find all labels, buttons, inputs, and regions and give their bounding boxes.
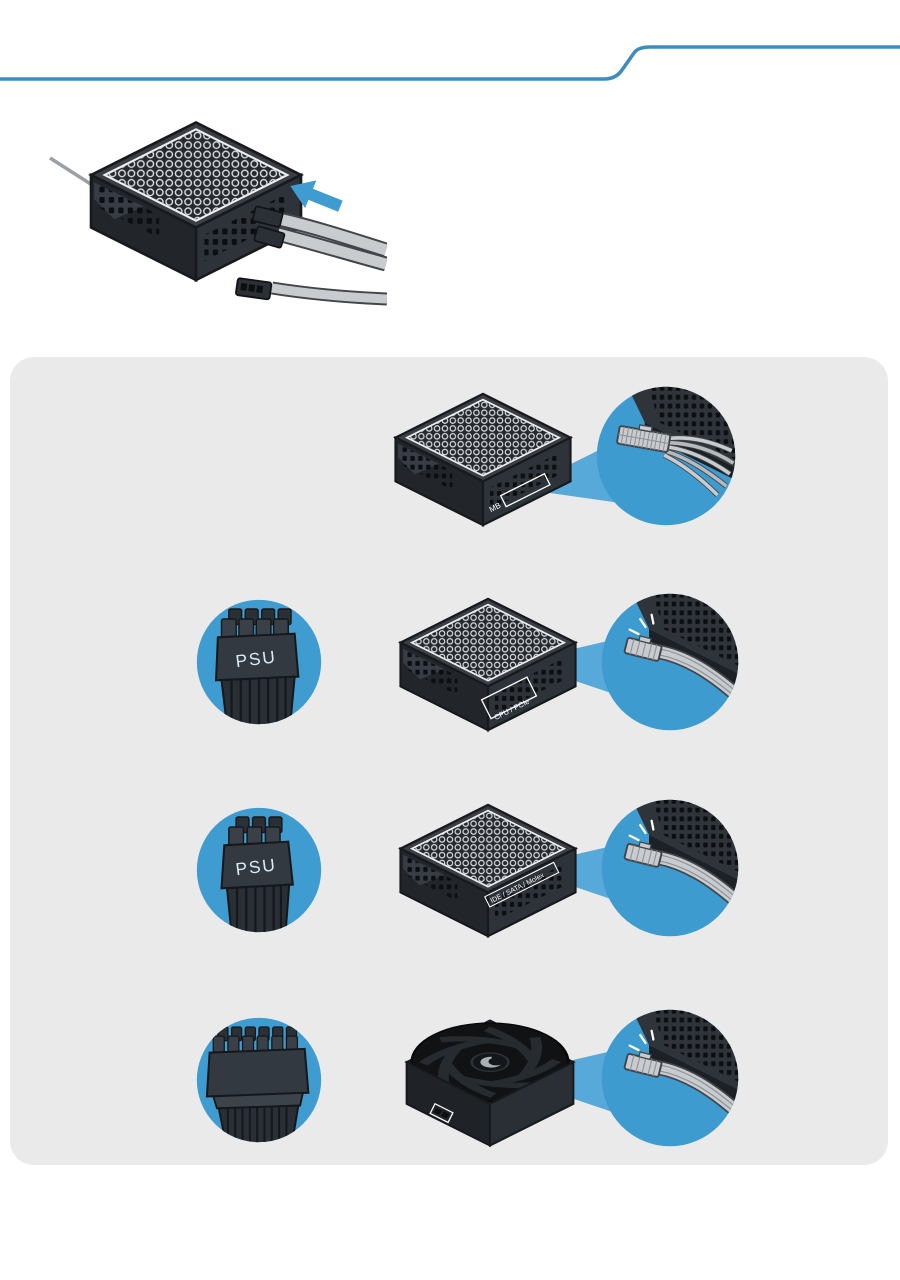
- plug-circle-row4: [195, 1016, 323, 1144]
- insertion-arrow-icon: [290, 180, 343, 212]
- psu-row1: MB: [378, 385, 588, 534]
- psu-isometric-icon: [89, 121, 303, 282]
- hero-psu-illustration: [49, 121, 387, 306]
- closeup-row3: [600, 798, 740, 938]
- plug-circle-row2: [195, 598, 323, 726]
- psu-row2: CPU / PCIe: [383, 590, 593, 739]
- top-divider-line: [0, 45, 900, 81]
- psu-row3: IDE / SATA / Molex: [383, 796, 593, 945]
- closeup-row2: [600, 592, 740, 732]
- plug-circle-row3: [195, 806, 323, 934]
- modular-cables-icon: [235, 205, 387, 306]
- psu-row4: [390, 1012, 590, 1154]
- closeup-row1: [595, 385, 737, 527]
- closeup-row4: [600, 1008, 740, 1148]
